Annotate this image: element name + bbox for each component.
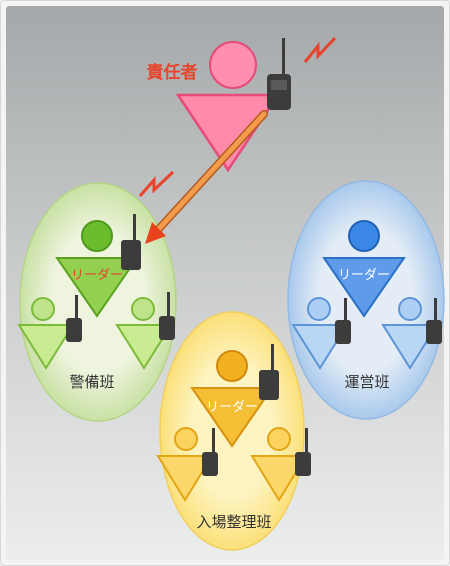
entry-leader: [190, 344, 279, 448]
background-panel: [6, 6, 444, 560]
security-leader-label: リーダー: [71, 268, 123, 283]
operations-leader-label: リーダー: [338, 268, 390, 283]
radio-icon: [267, 38, 291, 110]
radio-icon: [159, 292, 175, 340]
entry-team-name: 入場整理班: [196, 513, 271, 531]
manager-figure: [175, 38, 291, 173]
operations-leader: [322, 220, 406, 318]
manager-body: [175, 93, 281, 173]
operations-member-left: [291, 297, 351, 370]
security-leader: [55, 214, 141, 318]
radio-icon: [66, 295, 82, 342]
entry-leader-label: リーダー: [206, 400, 258, 415]
radio-icon: [335, 298, 351, 344]
radio-icon: [426, 298, 442, 344]
manager-label: 責任者: [147, 62, 198, 83]
radio-icon: [202, 428, 218, 476]
entry-member-left: [156, 427, 218, 502]
radio-icon: [295, 428, 311, 476]
security-member-right: [115, 292, 175, 370]
entry-member-right: [250, 427, 311, 502]
radio-icon: [121, 214, 141, 270]
lightning-icon: [138, 170, 175, 197]
security-member-left: [17, 295, 82, 370]
arrow: [145, 110, 268, 244]
radio-icon: [259, 344, 279, 400]
security-team-name: 警備班: [69, 373, 114, 391]
operations-member-right: [381, 297, 442, 370]
lightning-icon: [303, 36, 337, 63]
operations-team-name: 運営班: [344, 373, 389, 391]
manager-head: [209, 41, 257, 89]
